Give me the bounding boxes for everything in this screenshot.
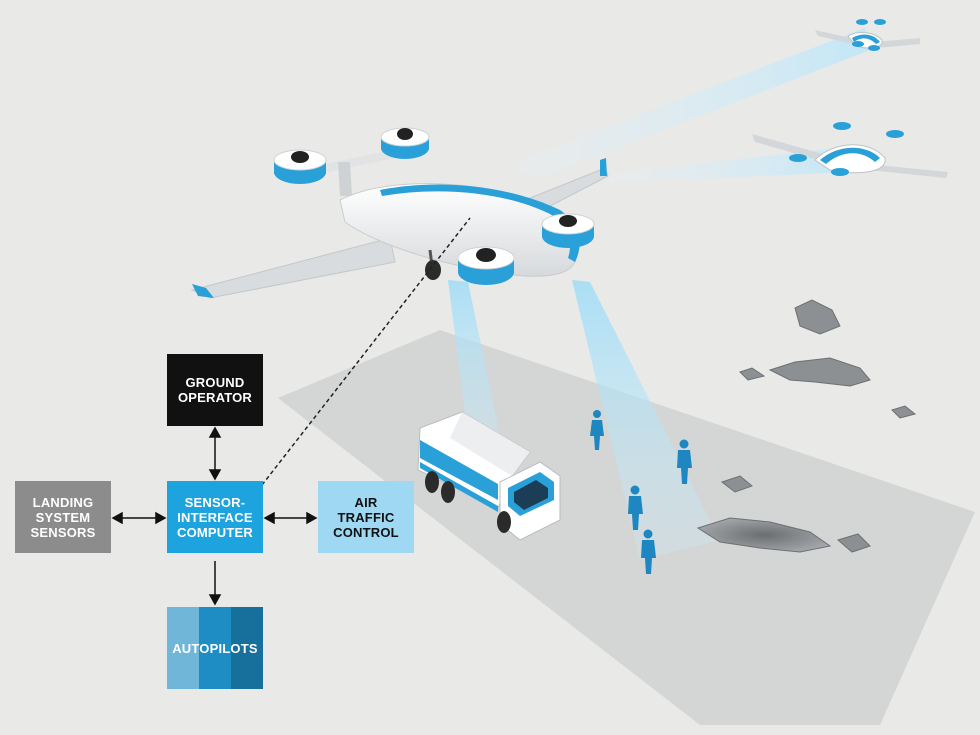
autopilot-stripe [231, 607, 263, 689]
landing-system-sensors-box: LANDING SYSTEM SENSORS [15, 481, 111, 553]
autopilots-label: AUTOPILOTS [172, 640, 258, 656]
rubble-icon [696, 299, 917, 553]
sensor-beam [500, 28, 870, 178]
sensor-beam [448, 280, 505, 470]
delivery-truck-icon [417, 411, 561, 541]
person-icon [590, 410, 692, 574]
connector-arrows [111, 426, 318, 606]
ground-operator-label: GROUND OPERATOR [177, 375, 253, 405]
sensor-interface-computer-box: SENSOR- INTERFACE COMPUTER [167, 481, 263, 553]
distant-aircraft-icon [752, 122, 948, 178]
distant-aircraft-icon [815, 19, 920, 51]
autopilots-box: AUTOPILOTS [167, 607, 263, 689]
sensor-link-line [261, 217, 471, 486]
air-traffic-control-label: AIR TRAFFIC CONTROL [333, 494, 399, 540]
sensor-interface-computer-label: SENSOR- INTERFACE COMPUTER [177, 494, 253, 540]
sensor-beam [595, 148, 850, 183]
landing-system-sensors-label: LANDING SYSTEM SENSORS [30, 494, 96, 540]
air-traffic-control-box: AIR TRAFFIC CONTROL [318, 481, 414, 553]
autopilot-stripe [199, 607, 231, 689]
sensor-beam [572, 280, 720, 560]
ground-operator-box: GROUND OPERATOR [167, 354, 263, 426]
autopilot-stripe [167, 607, 199, 689]
main-aircraft-icon [190, 127, 609, 299]
